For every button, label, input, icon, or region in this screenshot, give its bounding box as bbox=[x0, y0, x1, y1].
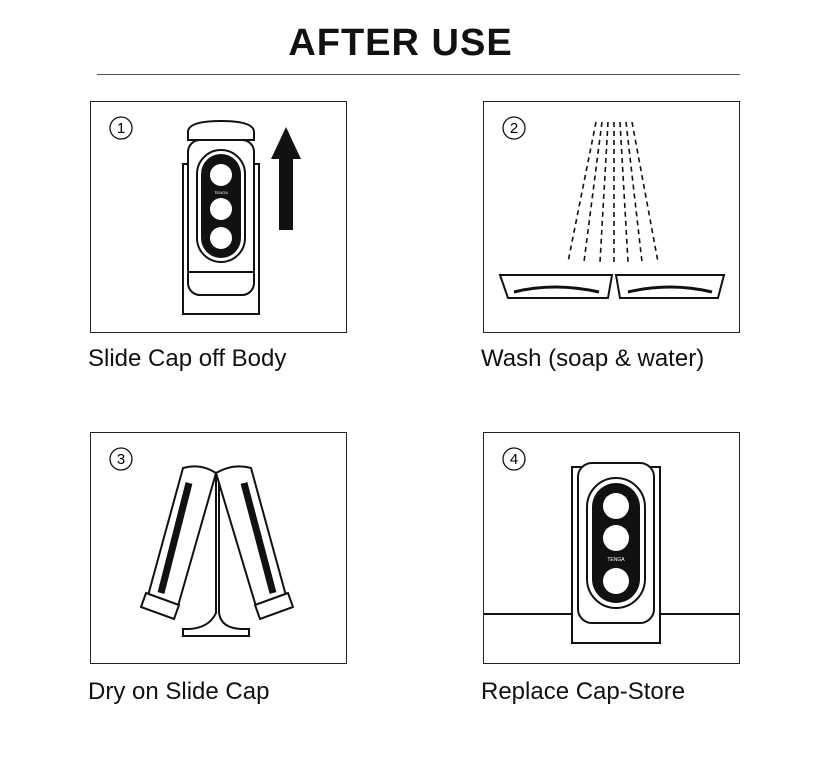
title-divider bbox=[97, 74, 740, 75]
arrow-up-icon bbox=[271, 127, 301, 230]
step-3-caption: Dry on Slide Cap bbox=[88, 678, 270, 705]
wash-illustration: 2 bbox=[498, 116, 726, 299]
step-3-panel: 3 bbox=[90, 432, 347, 664]
svg-text:TENGA: TENGA bbox=[607, 557, 625, 563]
step-number: 2 bbox=[510, 120, 518, 137]
page-title: AFTER USE bbox=[288, 22, 513, 64]
step-4-panel: 4 TENGA bbox=[483, 432, 740, 664]
step-1-panel: 1 TENGA bbox=[90, 101, 347, 333]
replace-cap-illustration: 4 TENGA bbox=[484, 447, 739, 644]
step-number: 1 bbox=[117, 120, 125, 137]
step-2-caption: Wash (soap & water) bbox=[481, 345, 705, 372]
step-number: 4 bbox=[510, 451, 518, 468]
step-4-caption: Replace Cap-Store bbox=[481, 678, 686, 705]
dry-on-cap-illustration: 3 bbox=[109, 447, 295, 637]
water-spray-icon bbox=[567, 121, 659, 263]
step-1-caption: Slide Cap off Body bbox=[88, 345, 287, 372]
step-2-panel: 2 bbox=[483, 101, 740, 333]
step-number: 3 bbox=[117, 451, 125, 468]
svg-text:TENGA: TENGA bbox=[214, 190, 228, 195]
slide-cap-off-illustration: 1 TENGA bbox=[109, 116, 301, 315]
